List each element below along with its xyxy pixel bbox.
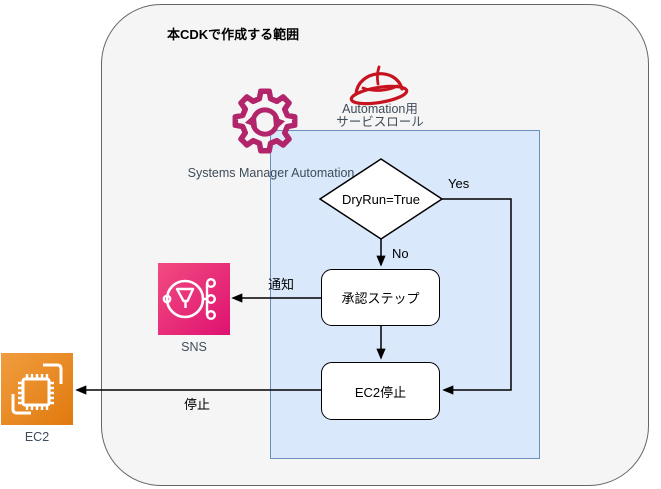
systems-manager-automation-icon [232,88,298,154]
ec2-label: EC2 [24,430,50,444]
systems-manager-automation-label: Systems Manager Automation [187,166,355,180]
automation-service-role-label: Automation用 サービスロール [327,103,433,129]
edge-yes [442,198,512,395]
stop-edge-label: 停止 [184,397,211,412]
role-label-line2: サービスロール [336,115,424,129]
notify-edge-label: 通知 [268,277,295,292]
ec2-stop-node: EC2停止 [321,362,440,420]
approval-step-label: 承認ステップ [341,291,420,306]
iam-role-helmet-icon [349,65,409,106]
yes-edge-label: Yes [448,176,470,191]
no-edge-label: No [392,246,409,261]
sns-label: SNS [181,340,207,354]
role-label-line1: Automation用 [342,102,418,116]
decision-label: DryRun=True [342,191,420,207]
decision-diamond [318,158,444,240]
ec2-icon [1,353,73,425]
sns-icon [158,263,230,335]
cdk-scope-title: 本CDKで作成する範囲 [167,27,300,42]
ec2-stop-label: EC2停止 [354,384,407,400]
sns-icon-glyph [162,278,217,321]
ec2-icon-glyph [11,363,63,415]
approval-step-node: 承認ステップ [321,269,440,326]
